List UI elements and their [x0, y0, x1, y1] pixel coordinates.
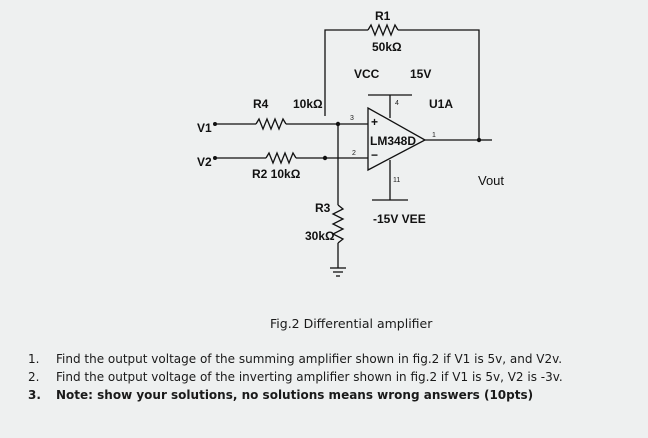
- question-text: Find the output voltage of the inverting…: [56, 370, 563, 384]
- plus-sign: +: [371, 115, 378, 129]
- vee-label: -15V VEE: [373, 212, 426, 226]
- junction-dot: [476, 137, 482, 143]
- v1-label: V1: [197, 121, 212, 135]
- v2-label: V2: [197, 155, 212, 169]
- minus-sign: −: [371, 148, 378, 162]
- junction-dot: [335, 121, 341, 127]
- r3-name: R3: [315, 201, 331, 215]
- r3-value: 30kΩ: [305, 229, 335, 243]
- pin-4: 4: [395, 100, 399, 107]
- question-text: Find the output voltage of the summing a…: [56, 352, 563, 366]
- terminal-dot: [213, 156, 217, 160]
- pin-1: 1: [432, 132, 436, 139]
- vcc-label: VCC: [354, 67, 380, 81]
- figure-caption: Fig.2 Differential amplifier: [270, 316, 433, 331]
- opamp-ref: U1A: [429, 97, 453, 111]
- r4-name: R4: [253, 97, 269, 111]
- r4-value: 10kΩ: [293, 97, 323, 111]
- list-item: 1. Find the output voltage of the summin…: [28, 350, 563, 368]
- terminal-dot: [213, 122, 217, 126]
- feedback-wire-right: [398, 29, 480, 141]
- feedback-wire: [324, 29, 368, 116]
- junction-dot: [322, 155, 328, 161]
- circuit-schematic: R1 50kΩ VCC 15V U1A LM348D 4 3 2 1 11 + …: [197, 9, 504, 277]
- pin-11: 11: [393, 177, 400, 184]
- vcc-value: 15V: [410, 67, 431, 81]
- r2-label: R2 10kΩ: [252, 167, 301, 181]
- list-item: 2. Find the output voltage of the invert…: [28, 368, 563, 386]
- opamp-model: LM348D: [370, 134, 416, 148]
- r3-resistor: [331, 204, 345, 244]
- r1-name: R1: [375, 9, 391, 23]
- list-item: 3. Note: show your solutions, no solutio…: [28, 386, 563, 404]
- pin-3: 3: [350, 115, 354, 122]
- r1-resistor: [367, 23, 399, 37]
- r4-resistor: [255, 117, 287, 131]
- question-text: Note: show your solutions, no solutions …: [56, 388, 534, 402]
- question-number: 3.: [28, 388, 41, 402]
- r2-resistor: [265, 151, 297, 165]
- question-number: 1.: [28, 352, 40, 366]
- opamp-symbol: [367, 106, 427, 172]
- question-number: 2.: [28, 370, 40, 384]
- question-list: 1. Find the output voltage of the summin…: [28, 350, 563, 404]
- pin-2: 2: [352, 150, 356, 157]
- r1-value: 50kΩ: [372, 40, 402, 54]
- vout-label: Vout: [478, 173, 504, 188]
